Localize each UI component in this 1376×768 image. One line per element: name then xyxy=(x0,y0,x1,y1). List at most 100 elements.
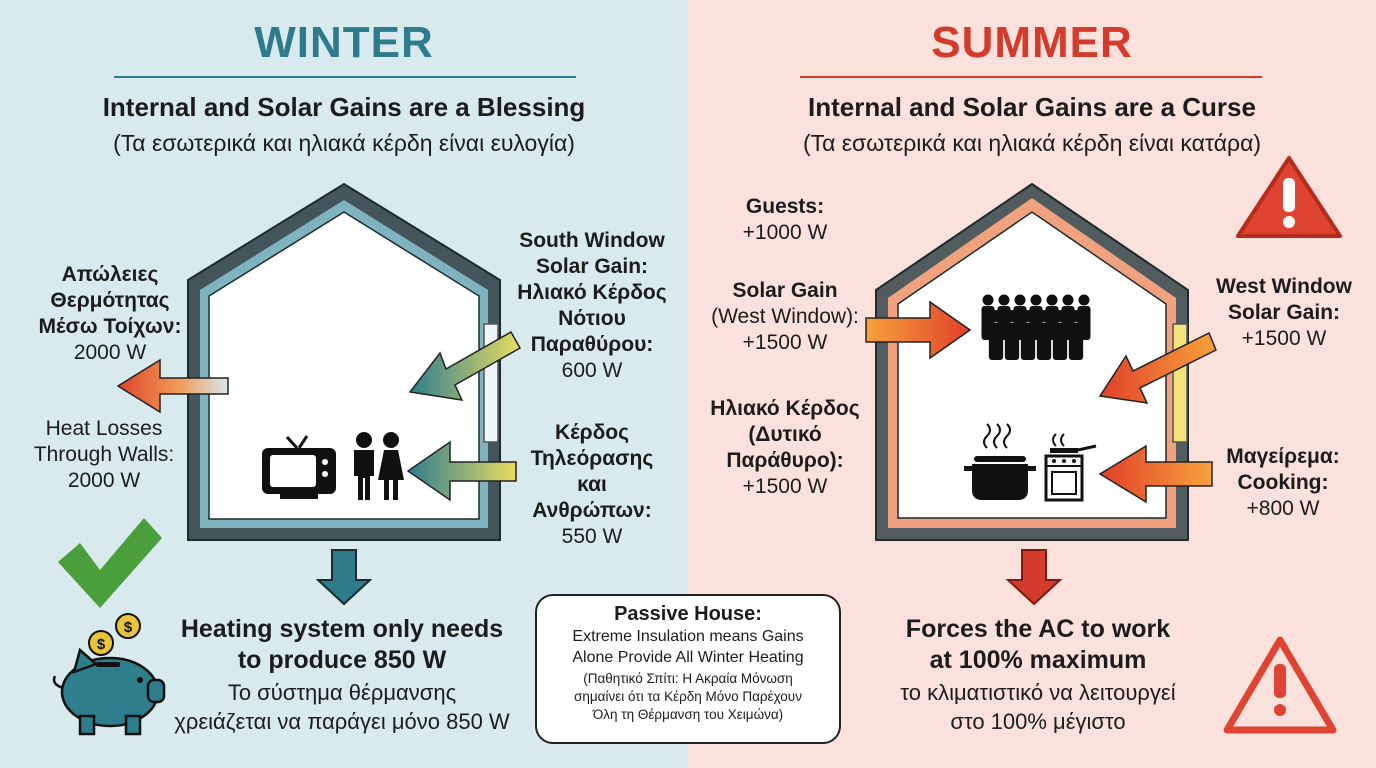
west-window-label: West Window Solar Gain: +1500 W xyxy=(1196,274,1372,352)
checkmark-icon xyxy=(58,518,162,608)
summer-down-arrow xyxy=(1005,549,1063,606)
solar-left-label: Solar Gain (West Window): +1500 W xyxy=(700,278,870,356)
summer-result-gr: το κλιματιστικό να λειτουργεί στο 100% μ… xyxy=(870,678,1206,736)
people-icon xyxy=(354,432,404,500)
wall-loss-gr-line2: Θερμότητας xyxy=(50,289,170,312)
solar-left-line1: Solar Gain xyxy=(732,279,838,302)
crowd-person-head xyxy=(1069,309,1083,323)
summer-title: SUMMER xyxy=(931,18,1133,67)
south-window-line1: South Window xyxy=(519,229,665,252)
solar-left-label-gr: Ηλιακό Κέρδος (Δυτικό Παράθυρο): +1500 W xyxy=(696,396,874,500)
crowd-person-head xyxy=(1021,309,1035,323)
passive-house-gr-line1: (Παθητικό Σπίτι: Η Ακραία Μόνωση xyxy=(583,671,793,686)
winter-house xyxy=(187,182,501,541)
tv-icon xyxy=(262,435,336,499)
wall-loss-label-en: Heat Losses Through Walls: 2000 W xyxy=(4,416,204,494)
solar-left-value: +1500 W xyxy=(742,331,828,354)
winter-title: WINTER xyxy=(254,18,434,67)
south-window-line2: Solar Gain: xyxy=(535,255,649,278)
svg-text:$: $ xyxy=(97,636,106,653)
summer-result-gr-line1: το κλιματιστικό να λειτουργεί xyxy=(900,680,1176,705)
wall-loss-en-value: 2000 W xyxy=(67,469,141,492)
west-window-gain-arrow xyxy=(1098,331,1217,404)
crowd-person-body xyxy=(1036,322,1052,360)
crowd-person-head xyxy=(1030,294,1042,306)
heat-loss-arrow xyxy=(116,358,229,414)
crowd-person-head xyxy=(1078,294,1090,306)
passive-house-gr-line2: σημαίνει ότι τα Κέρδη Μόνο Παρέχουν xyxy=(574,689,802,704)
wall-loss-gr-line3: Μέσω Τοίχων: xyxy=(38,315,182,338)
wall-loss-gr-line1: Απώλειες xyxy=(61,263,159,286)
solar-left-gr-line1: Ηλιακό Κέρδος xyxy=(710,397,860,420)
solar-left-gr-line3: Παράθυρο): xyxy=(726,449,844,472)
solar-left-gr-line2: (Δυτικό xyxy=(748,423,822,446)
wall-loss-en-line2: Through Walls: xyxy=(33,443,175,466)
passive-house-line1: Extreme Insulation means Gains xyxy=(572,628,804,645)
summer-result-gr-line2: στο 100% μέγιστο xyxy=(950,709,1126,734)
solar-left-gr-value: +1500 W xyxy=(742,475,828,498)
tv-people-line2: Τηλεόρασης xyxy=(530,447,654,470)
west-window-line2: Solar Gain: xyxy=(1227,301,1341,324)
crowd-person-head xyxy=(1053,309,1067,323)
stove-icon xyxy=(1044,433,1097,502)
winter-result: Heating system only needs to produce 850… xyxy=(176,614,508,676)
wall-loss-en-line1: Heat Losses xyxy=(45,417,163,440)
pot-icon xyxy=(964,423,1036,500)
piggy-bank-icon: $ $ xyxy=(52,613,166,736)
winter-result-gr-line1: Το σύστημα θέρμανσης xyxy=(227,680,457,705)
wall-loss-label-gr: Απώλειες Θερμότητας Μέσω Τοίχων: 2000 W xyxy=(10,262,210,366)
summer-result: Forces the AC to work at 100% maximum xyxy=(880,614,1196,676)
solar-gain-arrow xyxy=(408,330,522,401)
west-window-value: +1500 W xyxy=(1241,327,1327,350)
cooking-line1: Μαγείρεμα: xyxy=(1226,445,1340,468)
south-window-line4: Νότιου xyxy=(558,307,626,330)
passive-house-title: Passive House: xyxy=(614,603,762,625)
warning-icon xyxy=(1236,156,1342,238)
tv-people-line1: Κέρδος xyxy=(554,421,630,444)
summer-result-line1: Forces the AC to work xyxy=(905,615,1171,643)
tv-people-value: 550 W xyxy=(561,525,623,548)
summer-house xyxy=(875,182,1189,541)
crowd-person-body xyxy=(988,322,1004,360)
solar-gain-left-arrow xyxy=(865,300,972,360)
winter-title-rule xyxy=(114,76,576,78)
guests-value: +1000 W xyxy=(742,221,828,244)
guests-line1: Guests: xyxy=(745,195,825,218)
crowd-person-head xyxy=(1046,294,1058,306)
cooking-gain-arrow xyxy=(1098,444,1213,504)
winter-result-gr-line2: χρειάζεται να παράγει μόνο 850 W xyxy=(174,709,510,734)
south-window-value: 600 W xyxy=(561,359,623,382)
svg-text:$: $ xyxy=(124,619,133,636)
warning-outline-icon xyxy=(1223,636,1337,734)
crowd-person-head xyxy=(982,294,994,306)
crowd-person-head xyxy=(1062,294,1074,306)
guests-label: Guests: +1000 W xyxy=(700,194,870,246)
crowd-icon xyxy=(981,294,1091,360)
passive-house-line2: Alone Provide All Winter Heating xyxy=(572,649,804,666)
summer-title-rule xyxy=(800,76,1262,78)
crowd-person-head xyxy=(989,309,1003,323)
crowd-person-head xyxy=(1005,309,1019,323)
winter-subtitle-gr: (Τα εσωτερικά και ηλιακά κέρδη είναι ευλ… xyxy=(113,130,575,156)
tv-people-label: Κέρδος Τηλεόρασης και Ανθρώπων: 550 W xyxy=(512,420,672,550)
summer-subtitle-gr: (Τα εσωτερικά και ηλιακά κέρδη είναι κατ… xyxy=(802,130,1262,156)
passive-house-gr-line3: Όλη τη Θέρμανση του Χειμώνα) xyxy=(592,707,784,722)
crowd-person-body xyxy=(1004,322,1020,360)
south-window-line5: Παραθύρου: xyxy=(530,333,654,356)
solar-left-line2: (West Window): xyxy=(711,305,859,328)
summer-subtitle: Internal and Solar Gains are a Curse xyxy=(808,92,1256,122)
winter-result-line2: to produce 850 W xyxy=(237,646,447,674)
west-window xyxy=(1172,323,1188,443)
tv-people-line4: Ανθρώπων: xyxy=(532,499,652,522)
tv-people-line3: και xyxy=(577,473,607,496)
summer-result-line2: at 100% maximum xyxy=(929,646,1147,674)
cooking-label: Μαγείρεμα: Cooking: +800 W xyxy=(1200,444,1366,522)
crowd-person-body xyxy=(1068,322,1084,360)
crowd-person-body xyxy=(1052,322,1068,360)
winter-result-line1: Heating system only needs xyxy=(180,615,504,643)
winter-down-arrow xyxy=(315,549,373,606)
wall-loss-gr-value: 2000 W xyxy=(73,341,147,364)
crowd-person-head xyxy=(1014,294,1026,306)
winter-subtitle: Internal and Solar Gains are a Blessing xyxy=(102,92,586,122)
